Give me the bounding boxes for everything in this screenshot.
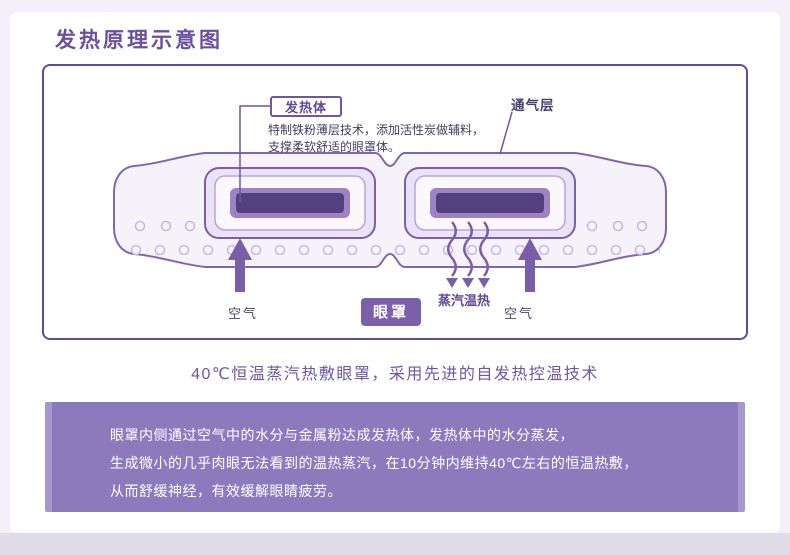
page-title: 发热原理示意图 — [55, 29, 223, 52]
vent-layer-label: 通气层 — [511, 98, 555, 113]
description-panel: 眼罩内侧通过空气中的水分与金属粉达成发热体，发热体中的水分蒸发， 生成微小的几乎… — [45, 402, 745, 512]
eye-mask-badge: 眼罩 — [361, 298, 422, 326]
air-arrow-right — [518, 238, 542, 292]
heating-element-description: 特制铁粉薄层技术，添加活性炭做辅料， 支撑柔软舒适的眼罩体。 — [268, 122, 484, 156]
heating-desc-line1: 特制铁粉薄层技术，添加活性炭做辅料， — [268, 123, 485, 137]
product-caption: 40℃恒温蒸汽热敷眼罩，采用先进的自发热控温技术 — [191, 366, 599, 383]
description-line2: 生成微小的几乎肉眼无法看到的温热蒸汽，在10分钟内维持40℃左右的恒温热敷， — [110, 455, 638, 471]
description-line3: 从而舒缓神经，有效缓解眼睛疲劳。 — [110, 483, 342, 499]
wing-dots — [134, 220, 648, 232]
diagram-frame: 发热体 特制铁粉薄层技术，添加活性炭做辅料， 支撑柔软舒适的眼罩体。 通气层 蒸… — [42, 64, 748, 340]
steam-arrowheads — [446, 278, 490, 288]
description-line1: 眼罩内侧通过空气中的水分与金属粉达成发热体，发热体中的水分蒸发， — [110, 427, 574, 443]
vent-layer-leader-line — [499, 111, 513, 155]
vent-dots-row — [124, 238, 660, 255]
air-arrow-left — [228, 238, 252, 292]
heating-desc-line2: 支撑柔软舒适的眼罩体。 — [268, 140, 401, 154]
bottom-strip — [0, 533, 790, 555]
left-eye-cup — [204, 167, 376, 239]
eye-mask-diagram — [113, 105, 667, 292]
heating-element-label: 发热体 — [270, 96, 342, 117]
heating-element-label-text: 发热体 — [284, 100, 327, 115]
steam-warmth-label: 蒸汽温热 — [438, 293, 491, 308]
right-eye-cup — [404, 167, 576, 239]
steam-lines — [447, 221, 489, 277]
heating-element-leader-line — [239, 105, 270, 202]
air-label-left: 空气 — [228, 306, 259, 321]
air-label-right: 空气 — [504, 306, 535, 321]
